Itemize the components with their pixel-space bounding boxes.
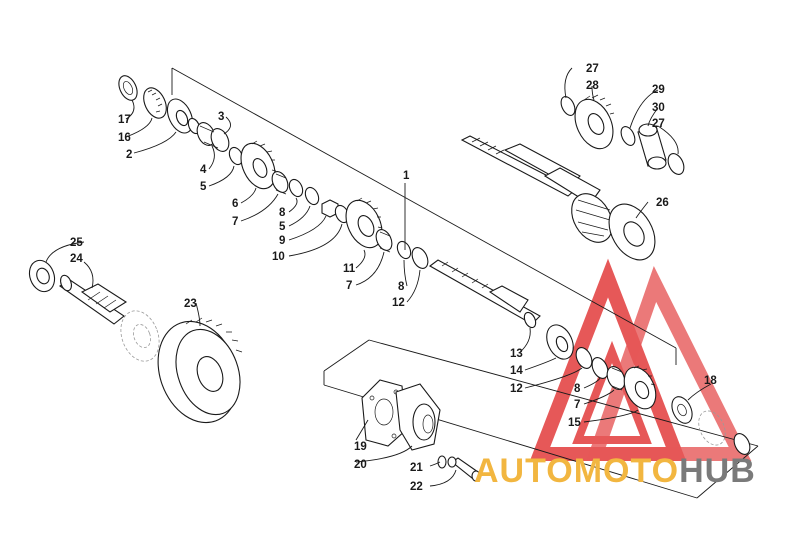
label-6: 6 [232,198,238,210]
washer-27-right [667,153,685,175]
gear-28 [574,94,615,150]
label-29: 29 [652,84,665,96]
shaft-13 [428,259,541,329]
label-26: 26 [656,197,669,209]
watermark-hub: HUB [679,452,756,490]
label-7-lower: 7 [574,399,580,411]
gear-16 [143,87,167,119]
label-19: 19 [354,441,367,453]
washer-21 [437,455,447,469]
leader-lines [45,67,712,487]
label-9: 9 [279,235,285,247]
washer-17 [118,75,138,101]
bushing-29 [620,126,636,146]
hub-14 [546,324,574,360]
label-5-top: 5 [200,181,207,193]
label-1: 1 [403,170,410,182]
label-27-top: 27 [586,63,599,75]
washer-8-top [288,178,304,198]
label-8-mid: 8 [398,281,405,293]
bearing-7-mid [375,229,393,253]
label-13: 13 [510,348,523,360]
shaft-24 [58,274,128,325]
washer-12-lower [575,347,593,369]
gear-15 [623,365,657,410]
label-12-lower: 12 [510,383,523,395]
bearing-ghost-24 [120,310,160,362]
label-20: 20 [354,459,367,471]
label-17: 17 [118,114,131,126]
gear-6 [240,140,277,190]
label-24: 24 [70,253,83,265]
label-2: 2 [126,149,132,161]
label-5-mid: 5 [279,221,286,233]
assembly-bracket-main [171,67,677,365]
label-14: 14 [510,365,523,377]
bearing-25 [28,259,56,293]
housing-20 [395,383,441,451]
gear-23 [157,317,243,424]
label-7-mid: 7 [346,280,352,292]
watermark-auto: AUTO [474,452,574,490]
bearing-7-lower [606,366,626,391]
housing-19 [361,379,407,447]
label-7-top: 7 [232,216,238,228]
logo-triangle-right [586,266,752,461]
washer-5-mid [304,186,320,206]
label-22: 22 [410,481,423,493]
label-10: 10 [272,251,285,263]
label-8-lower: 8 [574,383,581,395]
label-25: 25 [70,237,83,249]
label-15: 15 [568,417,581,429]
label-27-right: 27 [652,118,665,130]
label-21: 21 [410,462,423,474]
clutch-2 [166,98,194,134]
ghost-part-right [698,410,751,455]
bearing-7-top [271,171,289,195]
label-16: 16 [118,132,131,144]
label-12-top: 12 [392,297,405,309]
label-3: 3 [218,111,224,123]
part-labels: 1 2 3 4 5 5 6 7 7 7 8 8 8 9 10 11 12 12 … [70,63,717,493]
washer-18 [671,396,693,424]
label-4: 4 [200,164,207,176]
label-23: 23 [184,298,197,310]
bolt-22 [447,456,481,482]
washer-12-top [411,247,429,269]
bearing-4 [196,122,230,152]
label-11: 11 [343,263,356,275]
label-18: 18 [704,375,717,387]
label-28: 28 [586,80,599,92]
label-8-top: 8 [279,207,286,219]
bearing-8-lower [591,357,609,379]
watermark-moto: MOTO [574,452,679,490]
sleeve-30 [637,123,667,170]
washer-27-top [560,96,576,116]
watermark-text: AUTOMOTOHUB [474,452,756,490]
watermark-text-line: AUTOMOTOHUB [474,452,756,490]
gear-11 [345,197,383,249]
label-30: 30 [652,102,665,114]
washer-8-mid [396,240,412,260]
shaft-26 [460,135,656,261]
